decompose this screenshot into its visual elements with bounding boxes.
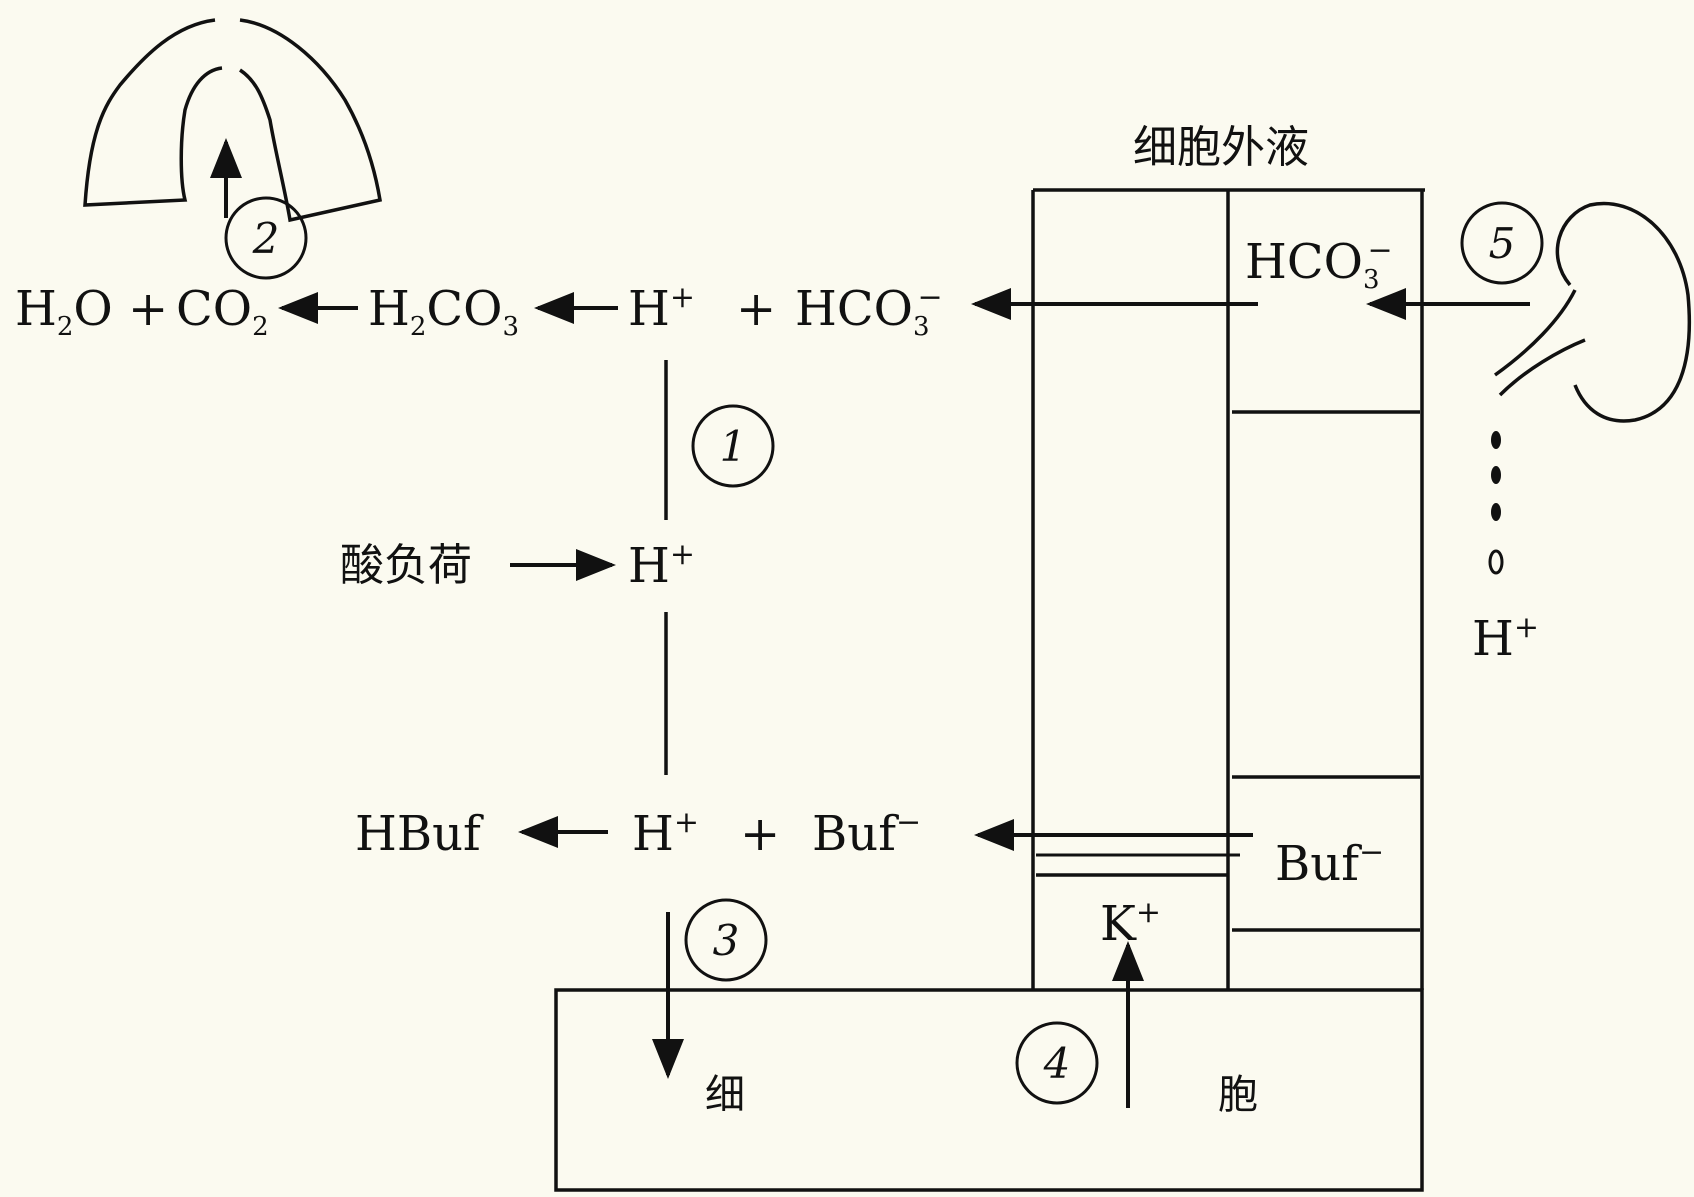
label-buf-ecf: Buf− <box>1275 835 1384 892</box>
label-h-middle: H+ <box>628 537 695 594</box>
label-k: K+ <box>1100 895 1161 952</box>
svg-text:5: 5 <box>1489 219 1516 268</box>
step-marker-1: 1 <box>691 404 775 488</box>
ureter-1 <box>1493 289 1577 377</box>
label-h-bottom: H+ <box>632 805 699 862</box>
lungs-outer-right <box>238 18 382 223</box>
cell-compartment <box>554 988 1424 1192</box>
label-water: H2O <box>15 281 113 342</box>
step-marker-3: 3 <box>684 898 768 982</box>
lungs-icon <box>83 18 382 223</box>
step-marker-2: 2 <box>224 196 308 280</box>
label-h-urine: H+ <box>1472 610 1539 667</box>
label-hco3-reaction: HCO3− <box>795 280 943 342</box>
label-buf-reaction: Buf− <box>812 805 921 862</box>
step-marker-5: 5 <box>1460 201 1544 285</box>
svg-text:3: 3 <box>713 916 740 965</box>
svg-text:1: 1 <box>720 422 747 471</box>
label-hco3-ecf: HCO3− <box>1245 233 1393 295</box>
kidney-outline <box>1555 201 1692 423</box>
ureter-2 <box>1498 338 1586 397</box>
svg-text:4: 4 <box>1043 1039 1071 1088</box>
label-plus-2: + <box>736 281 776 337</box>
label-cell-right: 胞 <box>1218 1072 1258 1118</box>
svg-text:2: 2 <box>252 214 280 263</box>
label-co2: CO2 <box>176 281 269 342</box>
label-h-top: H+ <box>628 280 695 337</box>
kidney-icon <box>1493 201 1692 423</box>
label-plus-1: + <box>128 281 168 337</box>
urine-dots <box>1488 431 1504 575</box>
label-extracellular-fluid: 细胞外液 <box>1133 122 1309 173</box>
label-hbuf: HBuf <box>355 806 484 862</box>
lungs-outer-left <box>83 18 223 207</box>
step-marker-4: 4 <box>1015 1021 1099 1105</box>
label-cell-left: 细 <box>705 1072 745 1118</box>
label-h2co3: H2CO3 <box>368 281 519 342</box>
label-acid-load: 酸负荷 <box>340 540 472 591</box>
extracellular-compartment <box>1031 188 1425 990</box>
label-plus-3: + <box>740 806 780 862</box>
